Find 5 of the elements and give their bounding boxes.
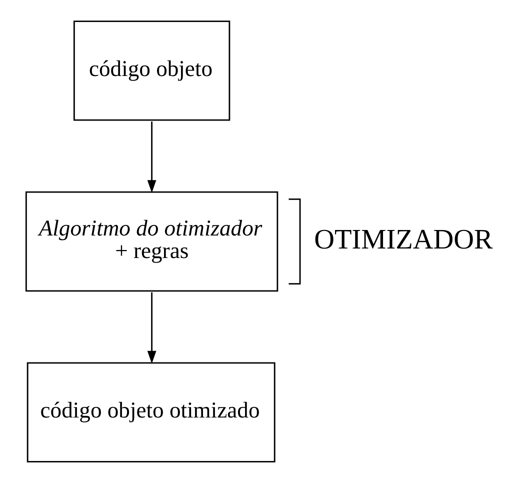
node-box: código objeto bbox=[73, 20, 230, 121]
arrow bbox=[147, 292, 156, 364]
node-label: OTIMIZADOR bbox=[314, 224, 493, 256]
node-box: código objeto otimizado bbox=[26, 362, 276, 462]
arrow bbox=[147, 122, 156, 193]
